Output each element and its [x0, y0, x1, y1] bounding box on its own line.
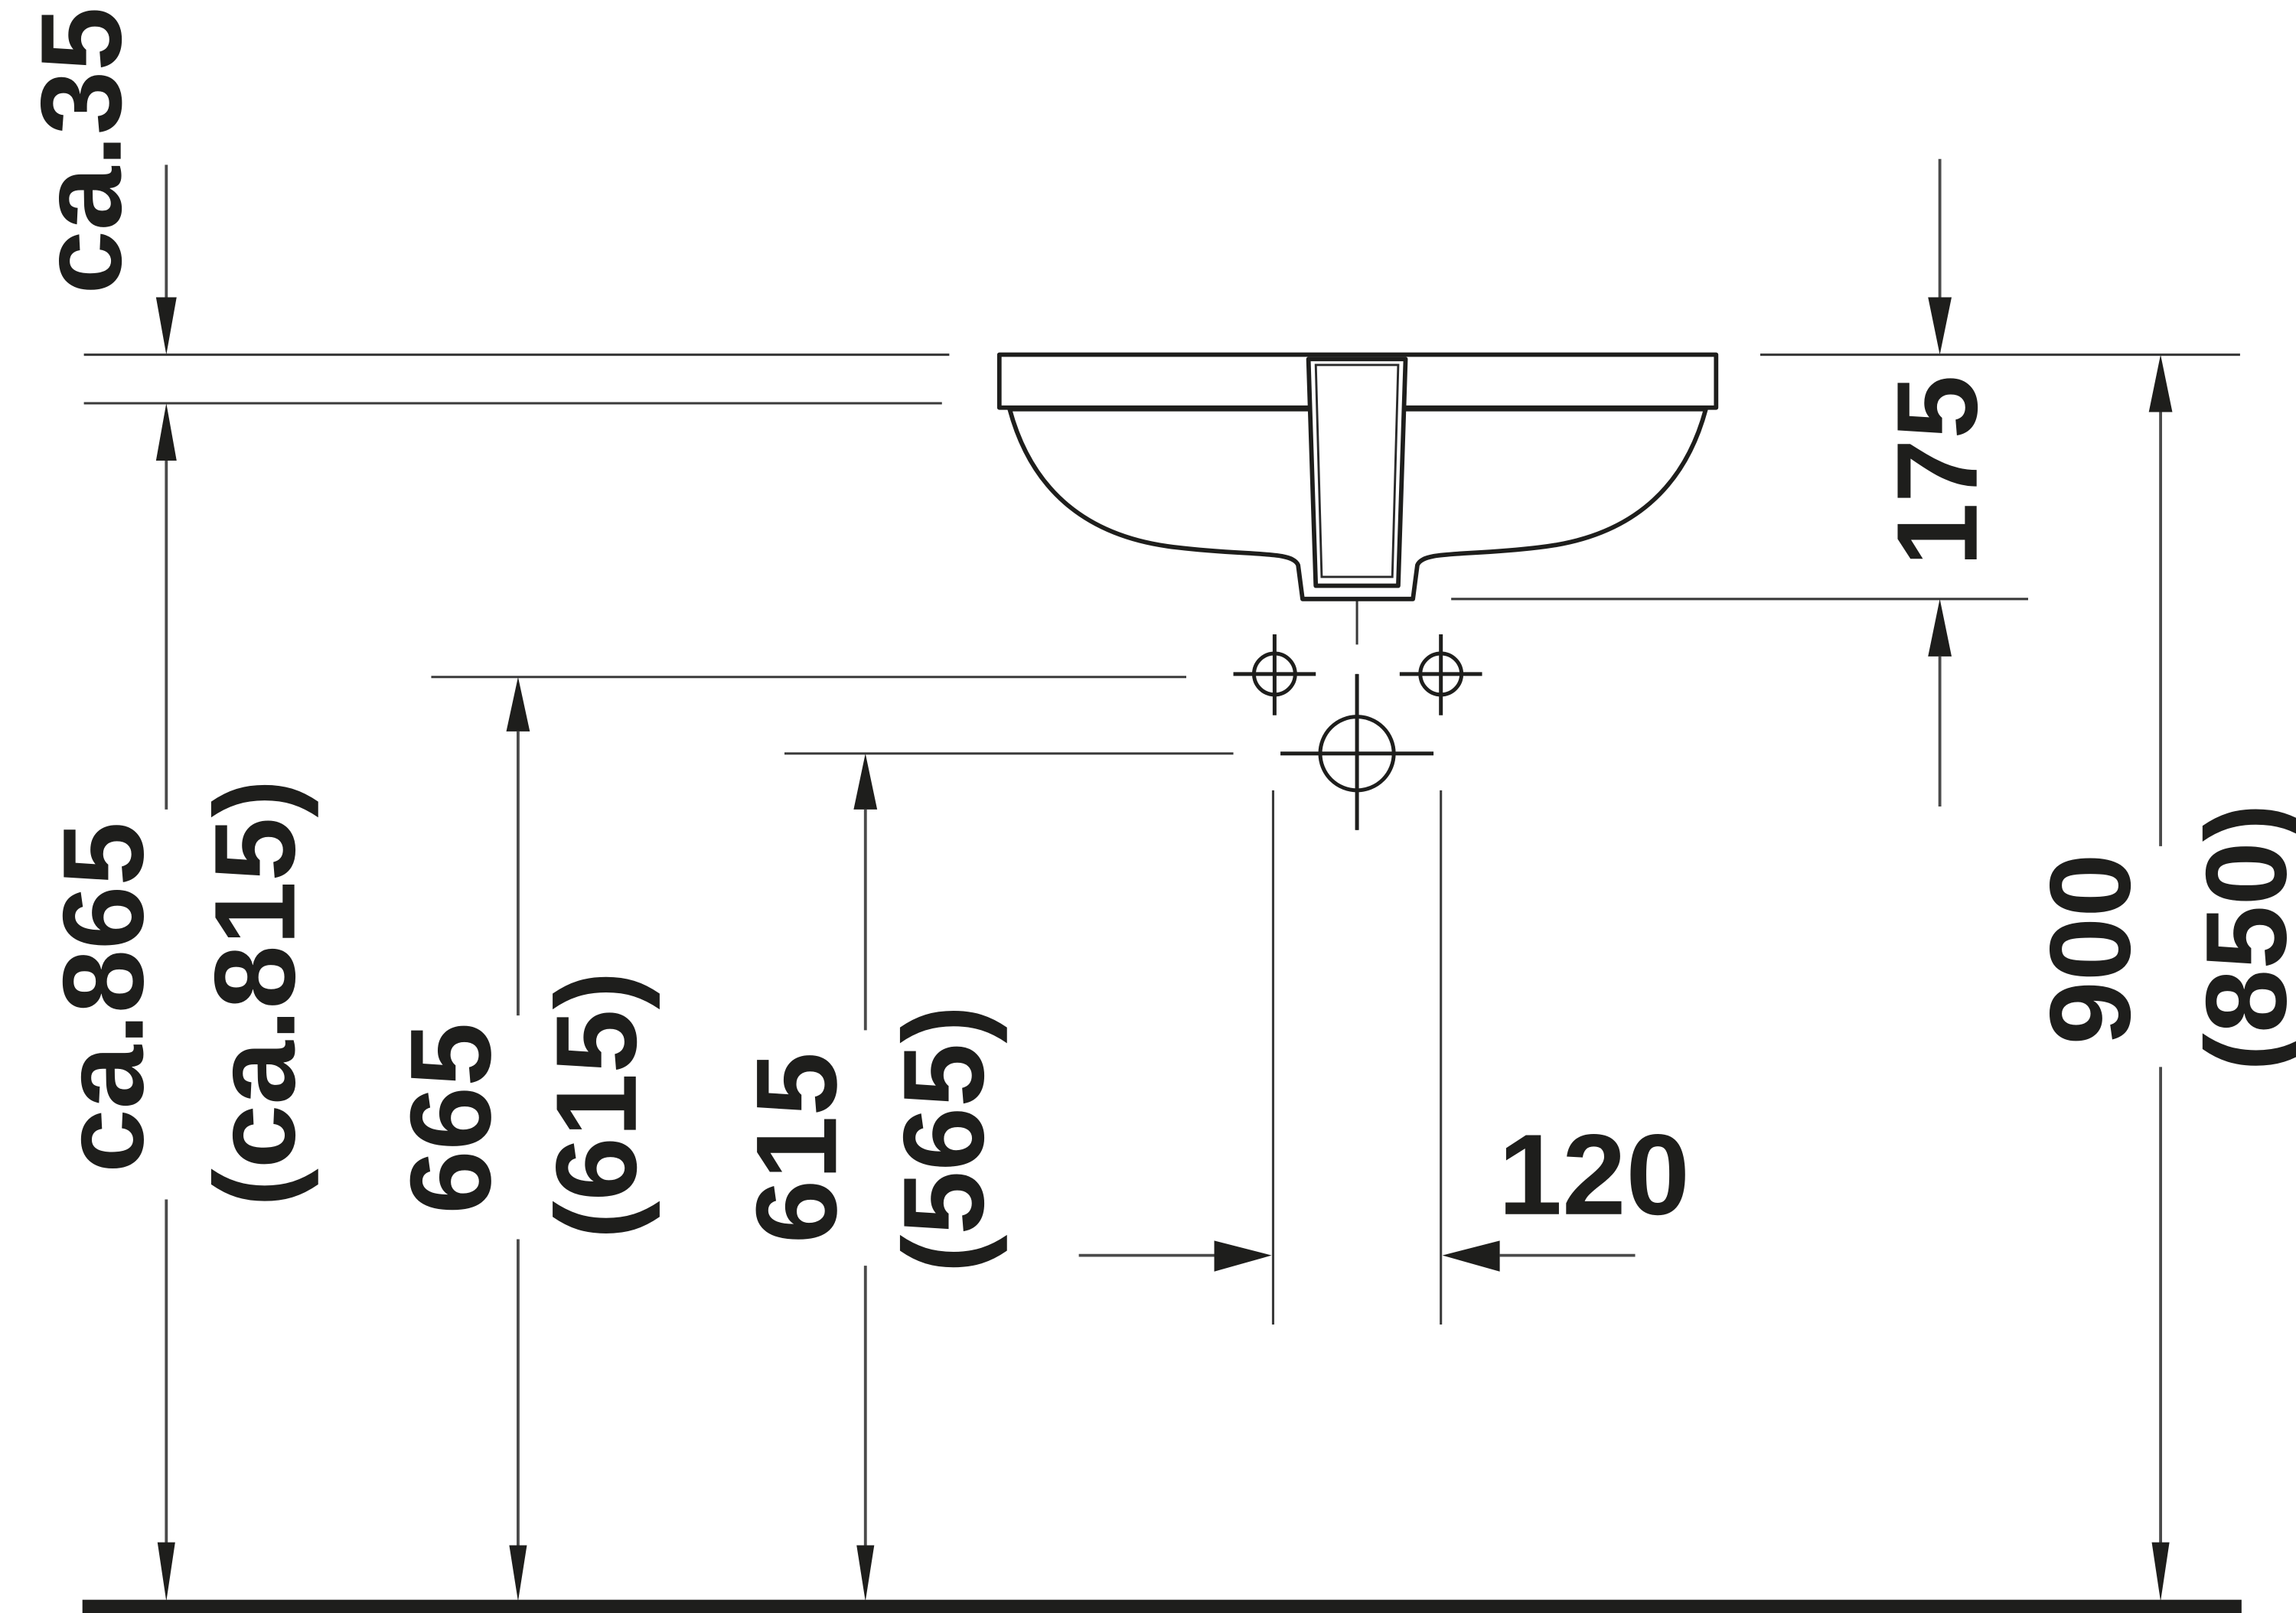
- label-basin-height: 175: [1873, 375, 2001, 566]
- label-waste-height-alt: (565): [879, 1005, 1008, 1273]
- label-under-counter-height-alt: (ca.815): [191, 779, 319, 1207]
- washbasin: [996, 352, 1719, 601]
- dim-under-counter-height: [157, 1199, 175, 1602]
- floor-line: [82, 1599, 2242, 1613]
- dim-supply-height: [506, 676, 530, 1602]
- dim-supply-spacing: [1078, 1240, 1636, 1272]
- label-counter-height: 900: [2026, 853, 2154, 1044]
- label-counter-height-alt: (850): [2182, 803, 2296, 1071]
- label-supply-height-alt: (615): [532, 971, 660, 1239]
- hot-supply-symbol: [1233, 634, 1316, 715]
- label-top-clearance: ca.35: [17, 7, 145, 294]
- dim-counter-height: [2148, 354, 2173, 1602]
- dim-top-clearance: [155, 165, 177, 810]
- dim-waste-height: [853, 753, 878, 1602]
- label-under-counter-height: ca.865: [39, 822, 168, 1173]
- label-waste-height: 615: [732, 1052, 860, 1243]
- overflow-channel: [1306, 357, 1408, 588]
- overflow-channel-inner: [1314, 363, 1400, 578]
- label-supply-height: 665: [386, 1022, 514, 1214]
- waste-outlet-symbol: [1280, 673, 1434, 830]
- cold-supply-symbol: [1399, 634, 1482, 715]
- label-supply-spacing: 120: [1499, 1110, 1690, 1239]
- dim-basin-height: [1928, 158, 1952, 806]
